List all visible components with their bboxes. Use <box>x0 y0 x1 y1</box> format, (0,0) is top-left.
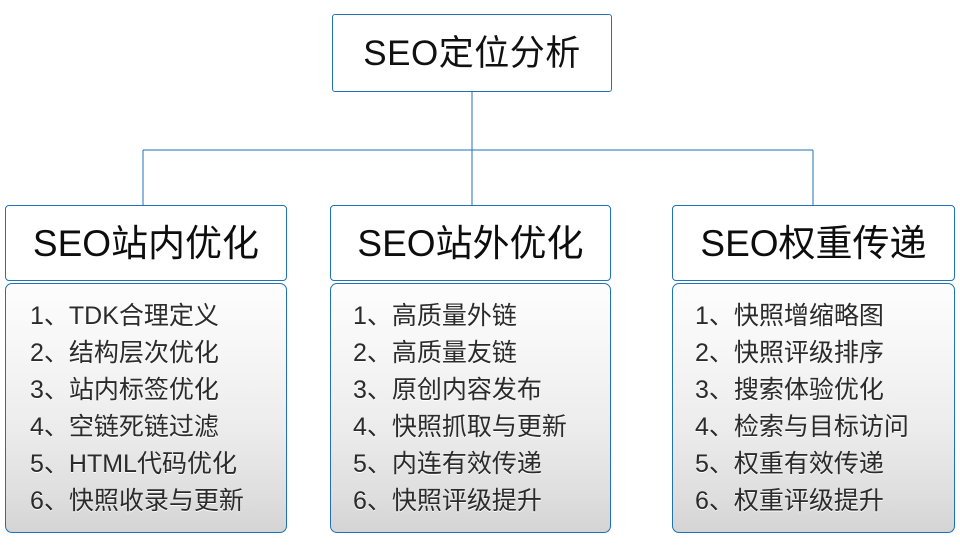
branch-header-2[interactable]: SEO站外优化 <box>330 205 611 281</box>
root-node-label: SEO定位分析 <box>363 33 581 73</box>
branch-list-2: 1、高质量外链 2、高质量友链 3、原创内容发布 4、快照抓取与更新 5、内连有… <box>330 283 611 533</box>
list-item: 4、检索与目标访问 <box>695 413 909 441</box>
list-item: 6、快照收录与更新 <box>30 487 244 515</box>
list-item: 3、站内标签优化 <box>30 376 219 404</box>
branch-column-3: SEO权重传递 1、快照增缩略图 2、快照评级排序 3、搜索体验优化 4、检索与… <box>672 205 955 533</box>
list-item: 5、HTML代码优化 <box>30 450 237 478</box>
list-item: 5、权重有效传递 <box>695 450 884 478</box>
list-item: 1、快照增缩略图 <box>695 302 884 330</box>
branch-list-3: 1、快照增缩略图 2、快照评级排序 3、搜索体验优化 4、检索与目标访问 5、权… <box>672 283 955 533</box>
list-item: 3、搜索体验优化 <box>695 376 884 404</box>
branch-list-1: 1、TDK合理定义 2、结构层次优化 3、站内标签优化 4、空链死链过滤 5、H… <box>5 283 287 533</box>
branch-header-label-1: SEO站内优化 <box>32 222 260 264</box>
list-item: 2、高质量友链 <box>353 339 517 367</box>
list-item: 4、空链死链过滤 <box>30 413 219 441</box>
root-node[interactable]: SEO定位分析 <box>332 14 612 92</box>
branch-header-1[interactable]: SEO站内优化 <box>5 205 287 281</box>
branch-header-3[interactable]: SEO权重传递 <box>672 205 955 281</box>
branch-column-1: SEO站内优化 1、TDK合理定义 2、结构层次优化 3、站内标签优化 4、空链… <box>5 205 287 533</box>
list-item: 2、快照评级排序 <box>695 339 884 367</box>
list-item: 1、高质量外链 <box>353 302 517 330</box>
list-item: 6、快照评级提升 <box>353 487 542 515</box>
branch-header-label-2: SEO站外优化 <box>357 222 584 264</box>
list-item: 1、TDK合理定义 <box>30 302 219 330</box>
list-item: 4、快照抓取与更新 <box>353 413 567 441</box>
list-item: 5、内连有效传递 <box>353 450 542 478</box>
branch-header-label-3: SEO权重传递 <box>700 222 927 264</box>
list-item: 3、原创内容发布 <box>353 376 542 404</box>
list-item: 2、结构层次优化 <box>30 339 219 367</box>
branch-column-2: SEO站外优化 1、高质量外链 2、高质量友链 3、原创内容发布 4、快照抓取与… <box>330 205 611 533</box>
list-item: 6、权重评级提升 <box>695 487 884 515</box>
